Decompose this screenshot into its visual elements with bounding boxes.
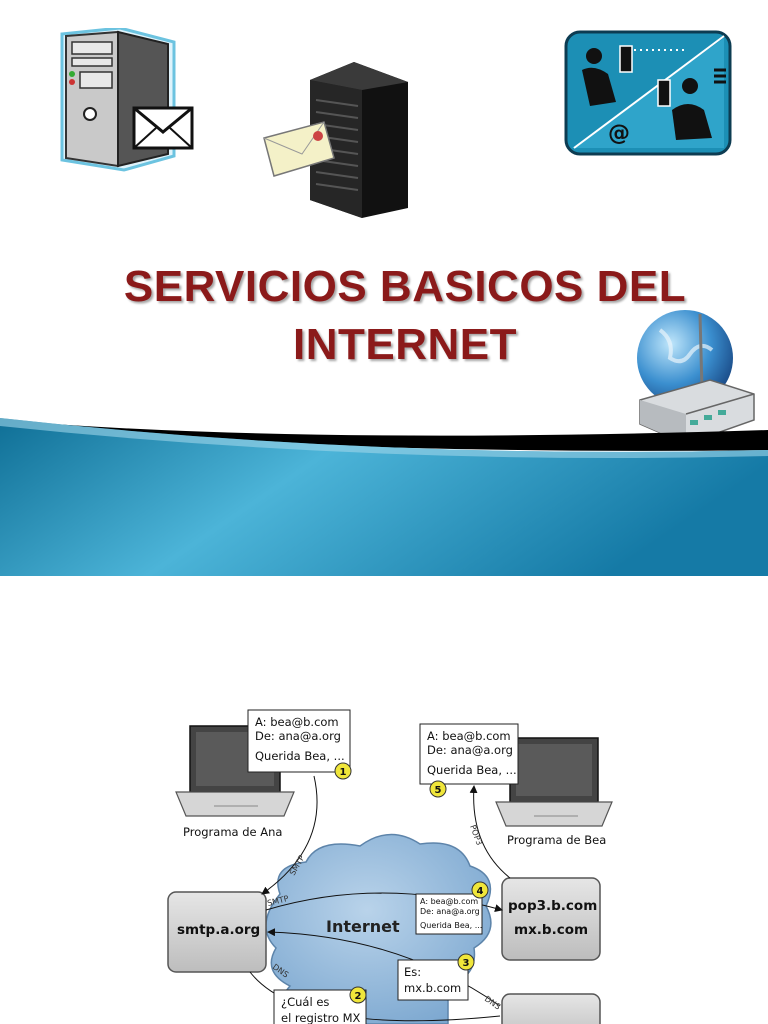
badge-4-num: 4 [477, 886, 484, 897]
badge-5-num: 5 [435, 785, 442, 796]
dns-question-line2: el registro MX [281, 1011, 361, 1024]
badge-1-num: 1 [340, 767, 347, 778]
mail4-from: De: ana@a.org [420, 907, 480, 916]
title-slide: @ SERVICIOS BASICOS DEL INTERNET [0, 28, 768, 576]
step-badge-2: 2 [349, 986, 367, 1004]
dns-answer-line1: Es: [404, 965, 421, 979]
step-badge-3: 3 [457, 953, 475, 971]
pop3-mx-server-box: pop3.b.com mx.b.com [501, 877, 601, 961]
mail1-body: Querida Bea, ... [255, 749, 345, 763]
bea-program-label: Programa de Bea [507, 833, 606, 847]
smtp-server-box: smtp.a.org [167, 891, 267, 973]
dns-server-box [501, 993, 601, 1024]
smtp-server-label: smtp.a.org [177, 922, 260, 938]
title-line-1: SERVICIOS BASICOS DEL [123, 262, 687, 311]
decorative-wave [0, 418, 768, 576]
arrow-ana-to-smtp [261, 775, 318, 895]
mail-message-4: A: bea@b.com De: ana@a.org Querida Bea, … [415, 893, 483, 935]
globe-router-icon [637, 310, 755, 445]
mail5-to: A: bea@b.com [427, 729, 511, 743]
mail5-body: Querida Bea, ... [427, 763, 517, 777]
step-badge-1: 1 [334, 762, 352, 780]
step-badge-4: 4 [471, 881, 489, 899]
arrow-dns-answer [267, 928, 501, 1007]
bea-laptop-icon [495, 737, 613, 827]
slide-title: SERVICIOS BASICOS DEL INTERNET [40, 258, 768, 374]
mx-server-label: mx.b.com [514, 922, 588, 938]
email-flow-diagram: Internet Programa de Ana A: bea@b.com De… [167, 709, 613, 1024]
mail1-from: De: ana@a.org [255, 729, 341, 743]
arrow-pop3-to-bea [469, 785, 511, 879]
pop3-server-label: pop3.b.com [508, 898, 597, 914]
proto-pop3: POP3 [468, 824, 484, 847]
dns-question-line1: ¿Cuál es [281, 995, 329, 1009]
title-line-2: INTERNET [293, 320, 517, 369]
badge-2-num: 2 [355, 991, 362, 1002]
mail-message-1: A: bea@b.com De: ana@a.org Querida Bea, … [247, 709, 351, 773]
svg-text:@: @ [608, 121, 630, 146]
mail5-from: De: ana@a.org [427, 743, 513, 757]
mail4-body: Querida Bea, ... [420, 921, 482, 930]
dns-answer-box: Es: mx.b.com [397, 959, 469, 1001]
server-letter-icon [263, 62, 408, 218]
proto-dns-2: DNS [483, 994, 502, 1011]
internet-label: Internet [326, 917, 400, 936]
step-badge-5: 5 [429, 780, 447, 798]
computer-mail-icon [60, 28, 194, 172]
mail1-to: A: bea@b.com [255, 715, 339, 729]
chat-people-icon: @ [564, 30, 732, 156]
email-flow-slide: Internet Programa de Ana A: bea@b.com De… [0, 576, 768, 1024]
mail4-to: A: bea@b.com [420, 897, 478, 906]
ana-program-label: Programa de Ana [183, 825, 282, 839]
badge-3-num: 3 [463, 958, 470, 969]
mail-message-5: A: bea@b.com De: ana@a.org Querida Bea, … [419, 723, 519, 785]
dns-answer-line2: mx.b.com [404, 981, 461, 995]
